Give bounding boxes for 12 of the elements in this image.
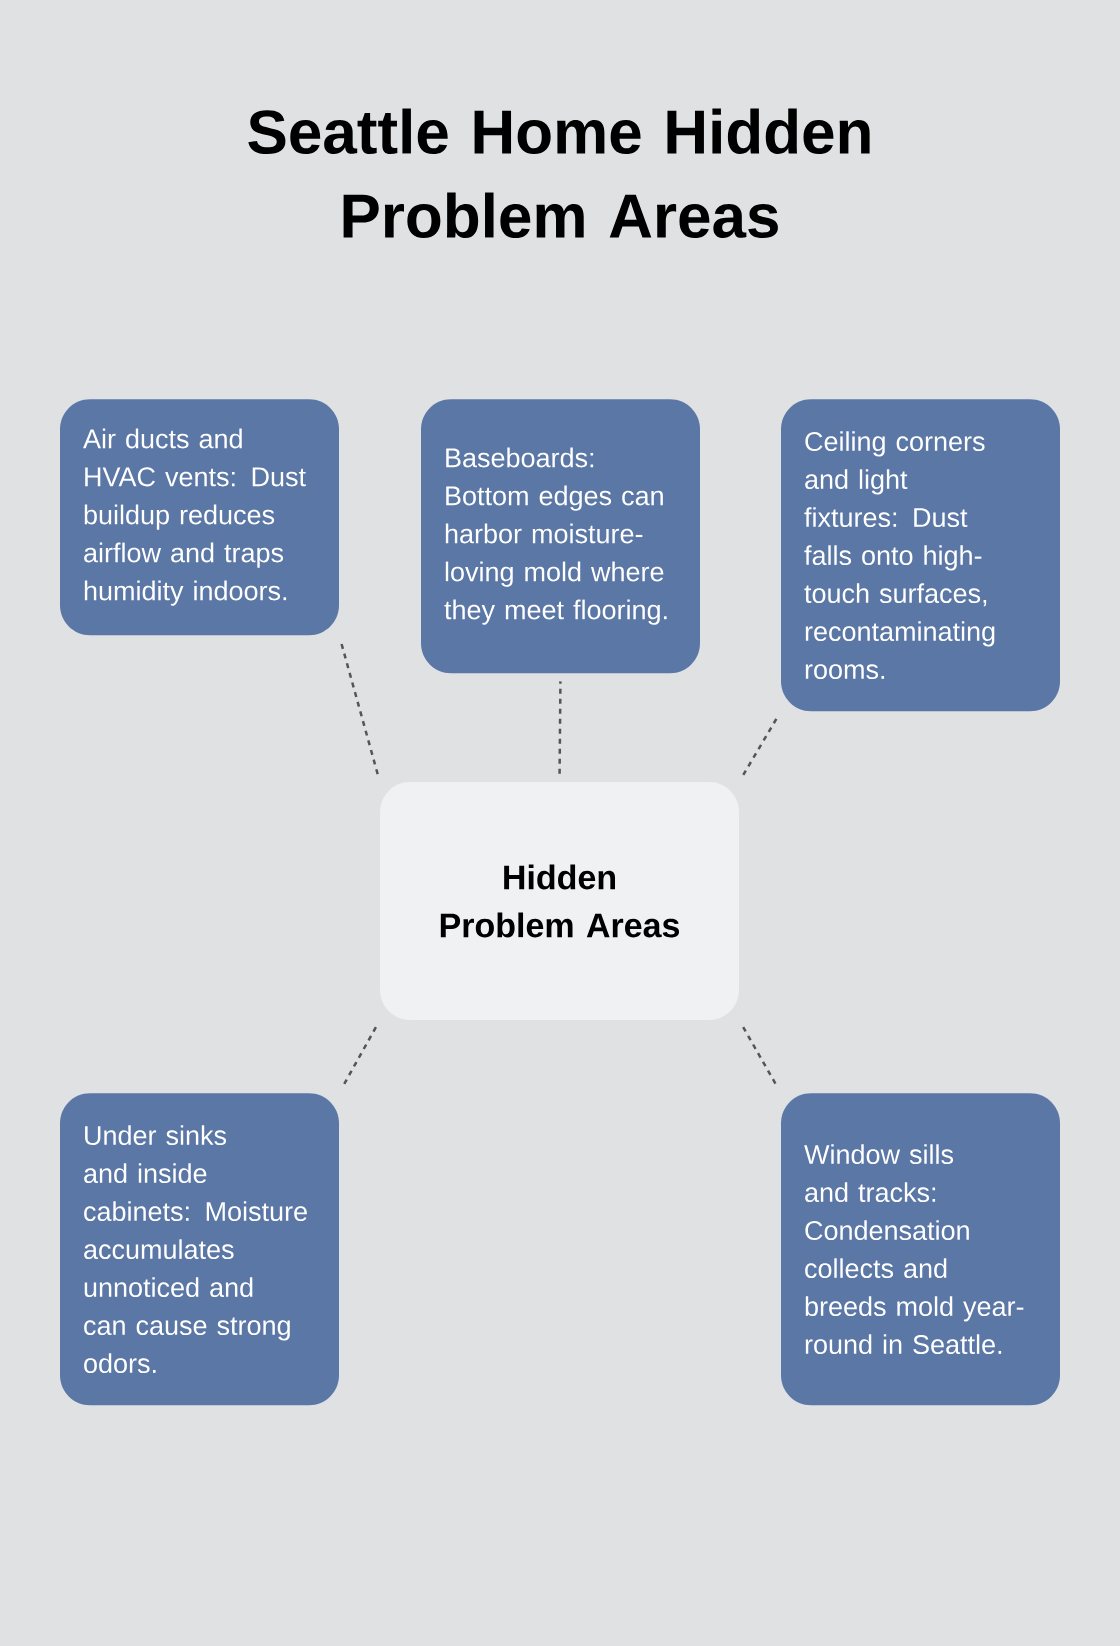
info-card: Under sinks and inside cabinets: Moisture accumulates unnoticed and can cause strong odors. (60, 1093, 339, 1406)
info-card: Window sills and tracks: Condensation collects and breeds mold year-round in Seattle. (781, 1093, 1060, 1406)
dotted-connector (340, 642, 379, 775)
center-box: Hidden Problem Areas (380, 782, 739, 1020)
dotted-connector (342, 1026, 377, 1087)
dotted-connector (558, 681, 562, 774)
info-card: Baseboards: Bottom edges can harbor moisture-loving mold where they meet flooring. (421, 399, 700, 674)
info-card: Air ducts and HVAC vents: Dust buildup reduces airflow and traps humidity indoors. (60, 399, 339, 636)
title: Seattle Home Hidden Problem Areas (248, 108, 870, 239)
dotted-connector (742, 717, 778, 776)
info-card: Ceiling corners and light fixtures: Dust falls onto high-touch surfaces, recontaminating rooms. (781, 399, 1060, 712)
dotted-connector (742, 1026, 778, 1087)
